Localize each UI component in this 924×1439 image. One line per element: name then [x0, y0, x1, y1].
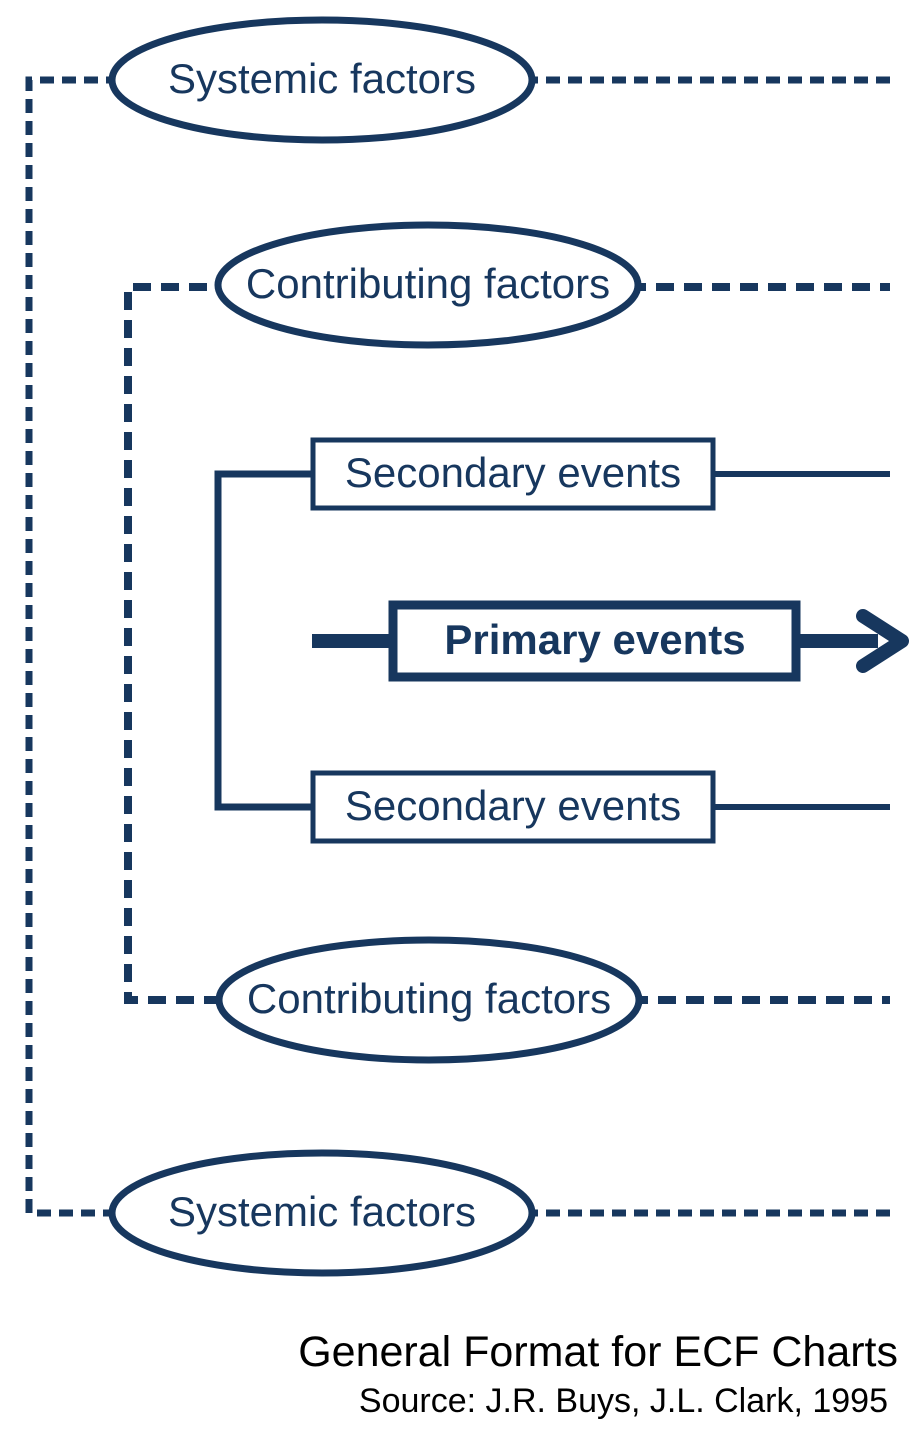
arrow-head-icon	[856, 609, 909, 673]
primary-events-label: Primary events	[444, 616, 745, 663]
systemic-factors-bottom-label: Systemic factors	[168, 1188, 476, 1235]
secondary-events-top-box	[310, 437, 716, 511]
diagram-title: General Format for ECF Charts	[298, 1328, 898, 1376]
secondary-events-bottom-box	[310, 770, 716, 844]
contributing-factors-bottom-label: Contributing factors	[247, 975, 611, 1022]
contributing-factors-top-ellipse	[214, 221, 642, 349]
secondary-events-bottom-label: Secondary events	[345, 782, 681, 829]
systemic-factors-top-ellipse	[108, 16, 536, 144]
diagram-source: Source: J.R. Buys, J.L. Clark, 1995	[359, 1382, 888, 1420]
contributing-factors-top-label: Contributing factors	[246, 260, 610, 307]
systemic-loop-dashed-line	[25, 76, 120, 1217]
secondary-events-top-label: Secondary events	[345, 449, 681, 496]
contributing-loop-dashed-line	[124, 283, 237, 1004]
primary-events-box	[388, 600, 801, 682]
systemic-factors-bottom-ellipse	[108, 1149, 536, 1277]
contributing-factors-bottom-ellipse	[215, 936, 643, 1064]
secondary-events-bracket	[214, 470, 316, 811]
systemic-factors-top-label: Systemic factors	[168, 55, 476, 102]
